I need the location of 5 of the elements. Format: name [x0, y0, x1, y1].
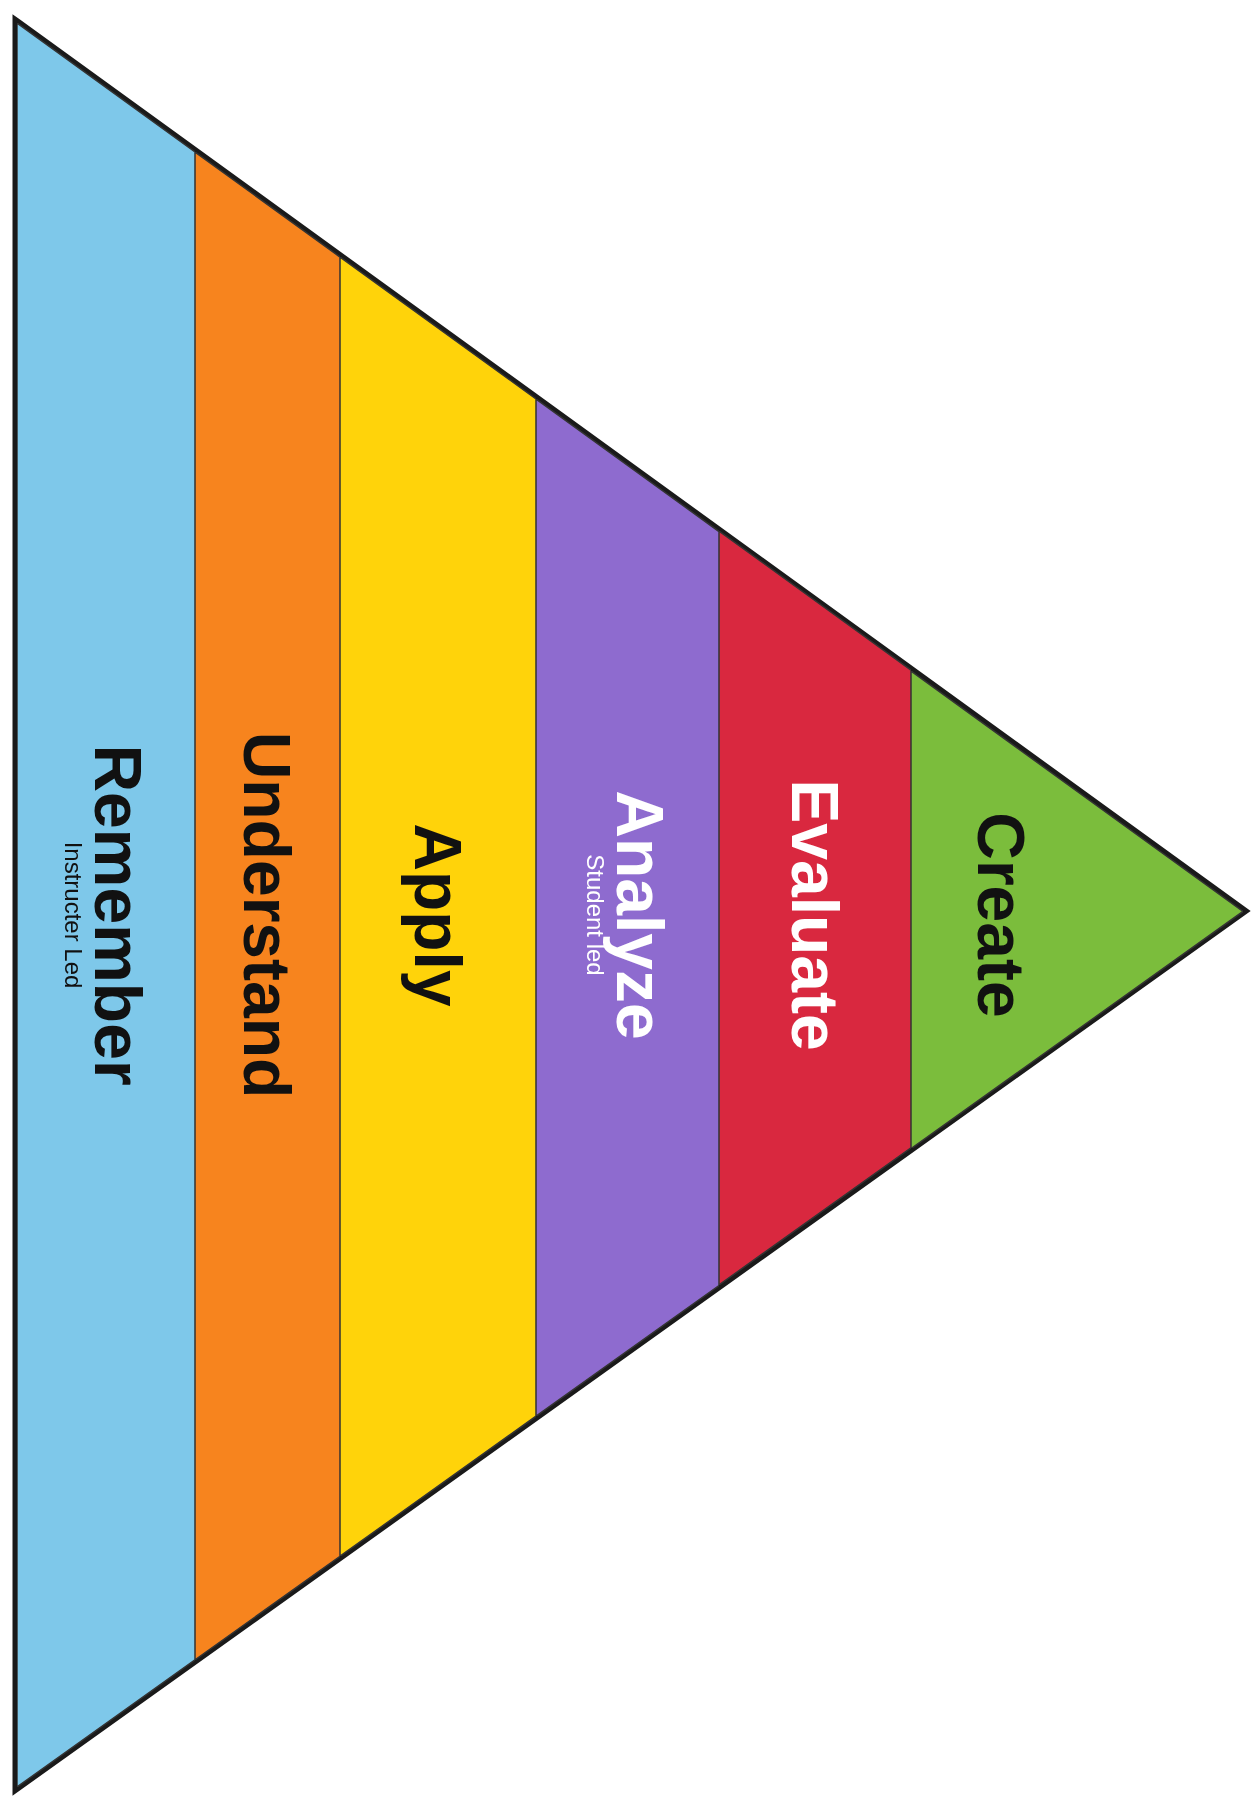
level-subtitle: Instructer Led	[61, 840, 85, 991]
level-title: Understand	[234, 731, 301, 1099]
level-title: Remember	[85, 744, 151, 1086]
level-title: Create	[968, 812, 1034, 1018]
level-title: Evaluate	[782, 779, 848, 1051]
